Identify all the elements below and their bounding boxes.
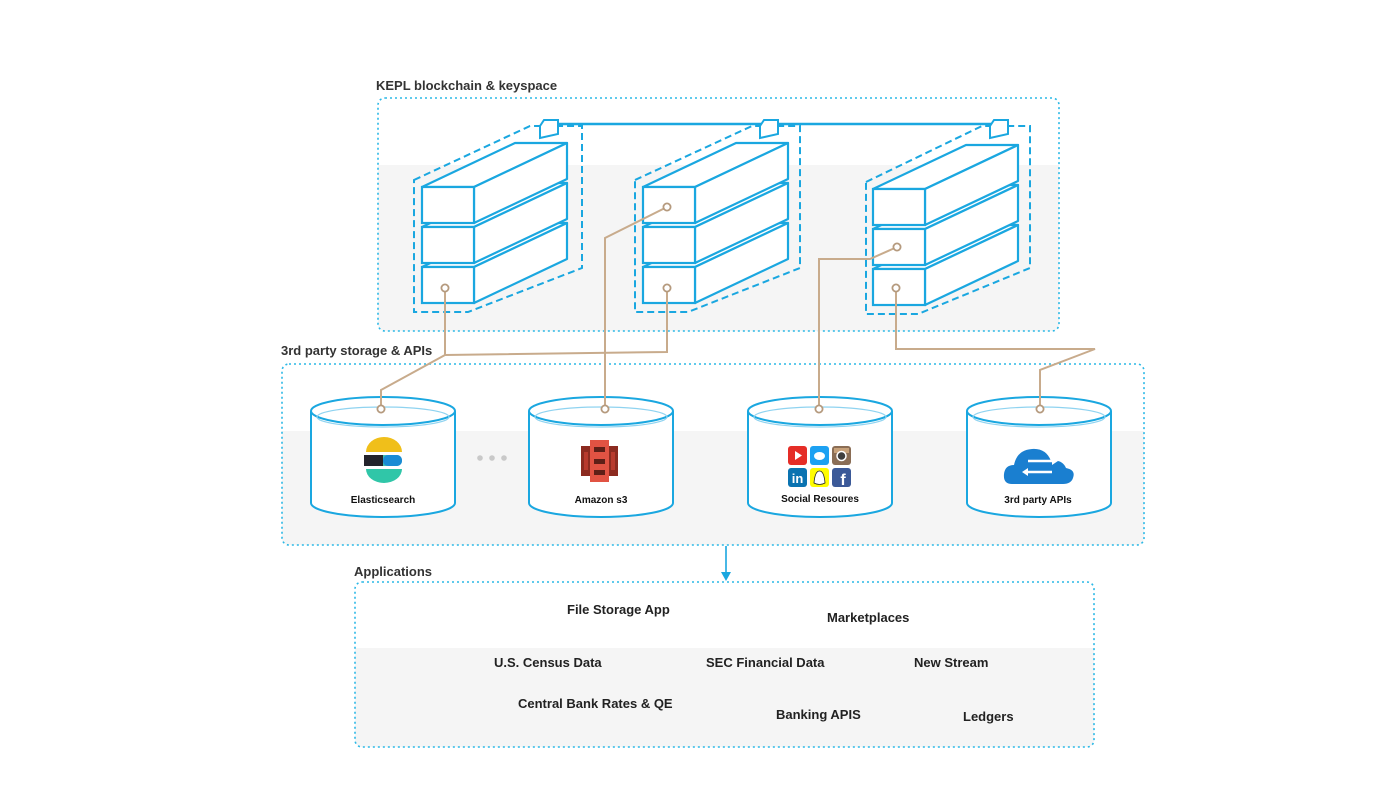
linkedin-icon	[788, 468, 807, 487]
block-front-face	[420, 225, 476, 265]
applications-panel	[354, 581, 1095, 748]
app-item: New Stream	[914, 655, 989, 670]
node-port-icon	[759, 119, 779, 140]
app-item: File Storage App	[567, 602, 670, 617]
blockchain-nodes	[413, 119, 1031, 315]
app-item: Marketplaces	[827, 610, 910, 625]
connector-lines	[380, 206, 1096, 409]
app-item: Banking APIS	[776, 707, 861, 722]
connector-elasticsearch-b	[380, 354, 446, 409]
block-front-face	[420, 185, 476, 225]
blockchain-node-stack	[865, 119, 1031, 315]
block-front-face	[641, 225, 697, 265]
node-port-icon	[539, 119, 559, 140]
svg-text:in: in	[792, 471, 804, 486]
third-party-apis-label: 3rd party APIs	[1004, 495, 1072, 506]
amazon-s3-label: Amazon s3	[575, 495, 628, 506]
cloud-transfer-icon	[1003, 448, 1074, 484]
connector-endpoints	[376, 202, 1045, 414]
amazon-s3-logo-icon	[581, 440, 618, 482]
app-item: U.S. Census Data	[494, 655, 602, 670]
svg-text:f: f	[840, 472, 846, 489]
ellipsis-dots	[477, 455, 507, 461]
social-media-grid-icon: in f	[788, 446, 851, 489]
blockchain-section-title: KEPL blockchain & keyspace	[376, 78, 558, 93]
node-port-icon	[989, 119, 1009, 140]
app-item: Ledgers	[963, 709, 1014, 724]
app-item: Central Bank Rates & QE	[518, 696, 673, 711]
elasticsearch-label: Elasticsearch	[351, 495, 416, 506]
social-resources-label: Social Resoures	[781, 494, 859, 505]
storage-section-title: 3rd party storage & APIs	[281, 343, 433, 358]
blockchain-node-stack	[634, 119, 801, 313]
app-item: SEC Financial Data	[706, 655, 825, 670]
connector-s3	[444, 288, 668, 356]
blockchain-node-stack	[413, 119, 583, 313]
flow-arrow	[721, 546, 731, 581]
elasticsearch-logo-icon	[364, 437, 402, 483]
connector-s3-b	[604, 206, 668, 409]
applications-section-title: Applications	[354, 564, 433, 579]
block-front-face	[871, 187, 927, 227]
connector-social	[818, 246, 898, 409]
facebook-icon	[832, 468, 851, 487]
connector-apis	[895, 288, 1096, 409]
storage-labels: Elasticsearch Amazon s3 Social Resoures …	[351, 494, 1072, 506]
